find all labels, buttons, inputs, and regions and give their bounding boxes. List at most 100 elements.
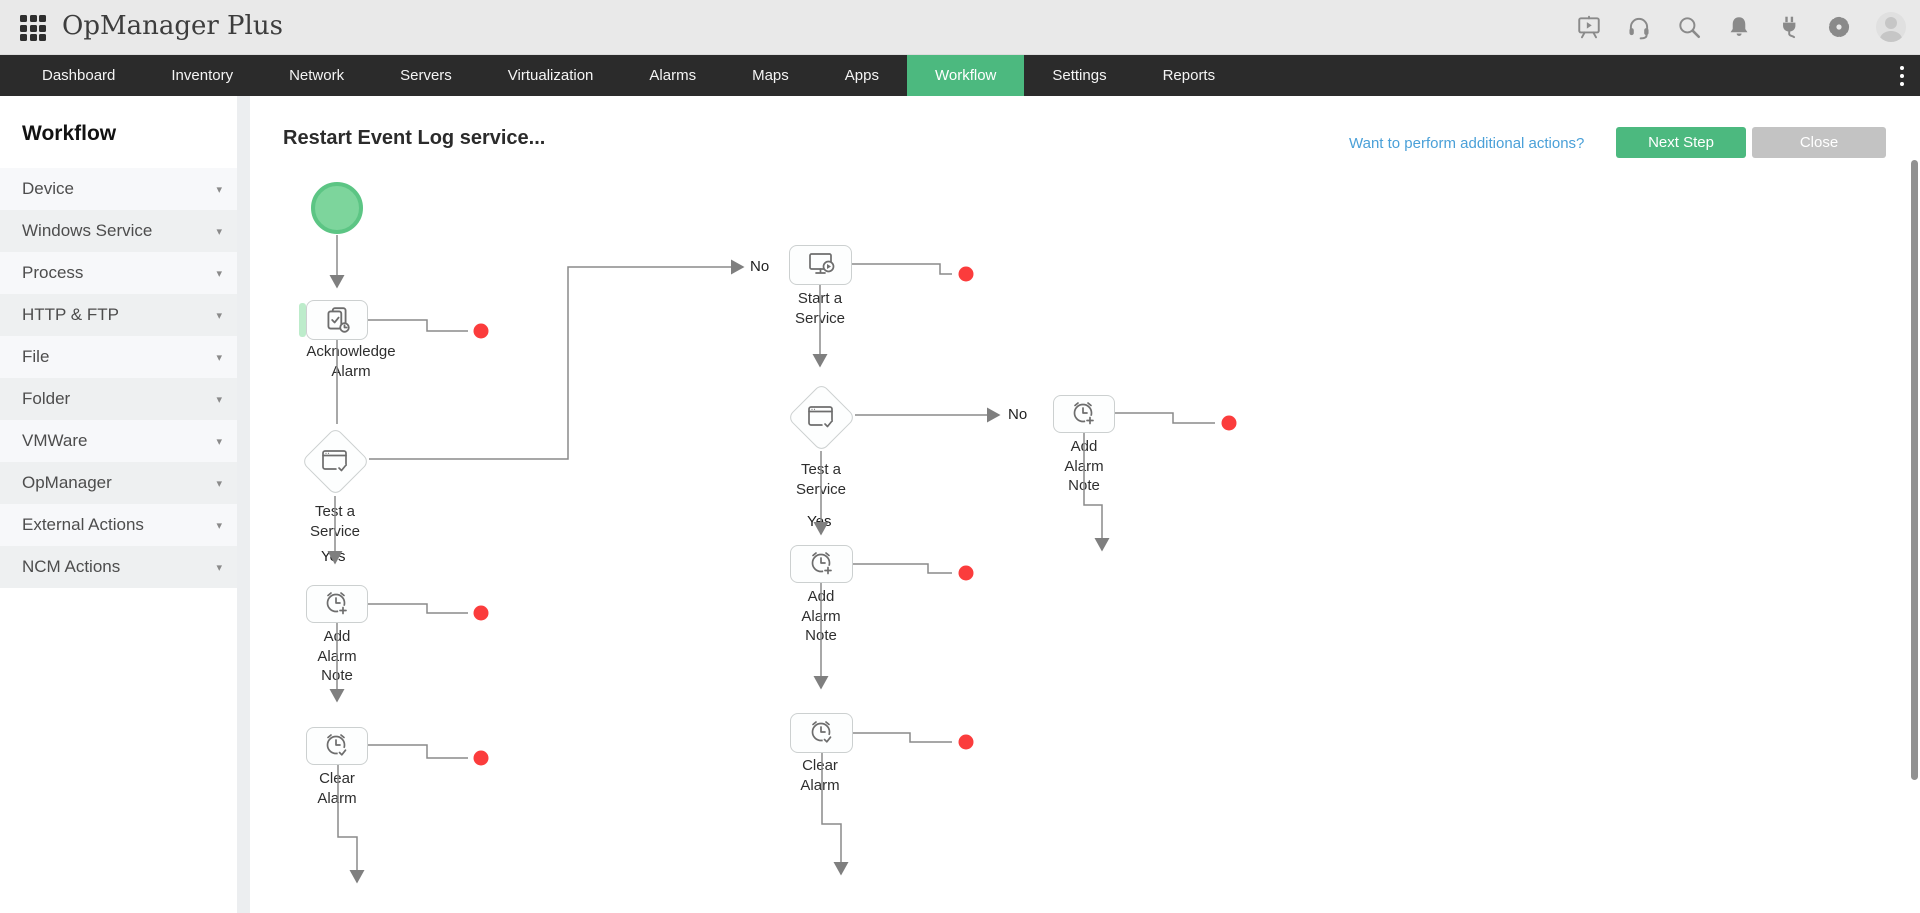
- tab-servers[interactable]: Servers: [400, 67, 452, 84]
- main-navbar: Dashboard Inventory Network Servers Virt…: [0, 55, 1920, 96]
- node-acknowledge-alarm[interactable]: [306, 300, 368, 340]
- additional-actions-link[interactable]: Want to perform additional actions?: [1349, 135, 1585, 152]
- node-start[interactable]: [311, 182, 363, 234]
- edge-clear-left-endpoint: [368, 744, 468, 759]
- edge-acknowledge-endpoint: [368, 319, 468, 332]
- tab-settings[interactable]: Settings: [1052, 67, 1107, 84]
- endpoint-dot[interactable]: [958, 565, 974, 581]
- chevron-down-icon: ▾: [216, 393, 222, 406]
- sidebar-item-process[interactable]: Process▾: [0, 252, 237, 294]
- sidebar-item-external-actions[interactable]: External Actions ▾: [0, 504, 237, 546]
- chevron-down-icon: ▾: [216, 309, 222, 322]
- edge-startservice-endpoint: [852, 263, 952, 275]
- node-selection-indicator: [299, 303, 306, 337]
- sidebar-item-ncm-actions[interactable]: NCM Actions ▾: [0, 546, 237, 588]
- node-label-add-alarm-note-mid: Add Alarm Note: [801, 588, 841, 644]
- avatar-head-icon: [1885, 17, 1897, 29]
- tab-dashboard[interactable]: Dashboard: [42, 67, 116, 84]
- app-title: OpManager Plus: [62, 11, 283, 41]
- clear-alarm-icon: [811, 721, 832, 745]
- sidebar-item-label: Process: [22, 263, 84, 282]
- sidebar-item-label: NCM Actions: [22, 557, 121, 576]
- search-icon[interactable]: [1676, 14, 1702, 40]
- sidebar-item-label: HTTP & FTP: [22, 305, 119, 324]
- tab-reports[interactable]: Reports: [1162, 67, 1216, 84]
- tab-apps[interactable]: Apps: [844, 67, 879, 84]
- add-alarm-note-icon: [1073, 402, 1095, 426]
- clear-alarm-icon: [326, 734, 348, 758]
- page-scrollbar-thumb[interactable]: [1911, 160, 1918, 780]
- endpoint-dot[interactable]: [1221, 415, 1237, 431]
- presentation-icon[interactable]: [1576, 14, 1602, 40]
- node-label-test-a-service-1: Test a Service: [309, 503, 361, 540]
- add-alarm-note-icon: [326, 592, 348, 616]
- sidebar-item-label: External Actions: [22, 515, 144, 534]
- sidebar-item-label: Windows Service: [22, 221, 153, 240]
- endpoint-dot[interactable]: [958, 266, 974, 282]
- chevron-down-icon: ▾: [216, 351, 222, 364]
- sidebar-item-label: Device: [22, 179, 74, 198]
- user-avatar[interactable]: [1876, 12, 1906, 42]
- node-clear-alarm-mid[interactable]: [790, 713, 853, 753]
- plug-icon[interactable]: [1776, 14, 1802, 40]
- endpoint-dot[interactable]: [473, 750, 489, 766]
- chevron-down-icon: ▾: [216, 225, 222, 238]
- bell-icon[interactable]: [1726, 14, 1752, 40]
- node-label-clear-alarm-left: Clear Alarm: [317, 770, 357, 807]
- sidebar-scroll-track[interactable]: [237, 96, 250, 913]
- chevron-down-icon: ▾: [216, 519, 222, 532]
- node-label-add-alarm-note-left: Add Alarm Note: [317, 628, 357, 684]
- sidebar-item-windows-service[interactable]: Windows Service ▾: [0, 210, 237, 252]
- sidebar-item-vmware[interactable]: VMWare ▾: [0, 420, 237, 462]
- sidebar-item-device[interactable]: Device ▾: [0, 168, 237, 210]
- edge-label-no-1: No: [750, 258, 770, 275]
- tab-maps[interactable]: Maps: [752, 67, 789, 84]
- chevron-down-icon: ▾: [216, 561, 222, 574]
- workflow-sidebar: Workflow Device ▾ Windows Service ▾ Proces…: [0, 96, 250, 913]
- edge-label-no-2: No: [1008, 406, 1028, 423]
- sidebar-item-label: VMWare: [22, 431, 88, 450]
- close-button[interactable]: Close: [1752, 127, 1886, 158]
- next-step-button[interactable]: Next Step: [1616, 127, 1746, 158]
- sidebar-title: Workflow: [22, 122, 117, 145]
- top-header: OpManager Plus: [0, 0, 1920, 55]
- sidebar-item-http-ftp[interactable]: HTTP & FTP ▾: [0, 294, 237, 336]
- sidebar-item-file[interactable]: File ▾: [0, 336, 237, 378]
- test-service-icon: [319, 447, 353, 477]
- sidebar-item-label: File: [22, 347, 50, 366]
- kebab-menu-icon[interactable]: [1892, 55, 1912, 96]
- sidebar-item-label: Folder: [22, 389, 71, 408]
- chevron-down-icon: ▾: [216, 183, 222, 196]
- node-start-a-service[interactable]: [789, 245, 852, 285]
- tab-network[interactable]: Network: [289, 67, 345, 84]
- sidebar-item-opmanager[interactable]: OpManager ▾: [0, 462, 237, 504]
- workflow-name-title: Restart Event Log service...: [283, 127, 546, 149]
- apps-grid-icon[interactable]: [20, 15, 46, 41]
- sidebar-item-folder[interactable]: Folder ▾: [0, 378, 237, 420]
- node-add-alarm-note-left[interactable]: [306, 585, 368, 623]
- node-label-start-a-service: Start a Service: [794, 290, 846, 327]
- chevron-down-icon: ▾: [216, 435, 222, 448]
- tab-alarms[interactable]: Alarms: [649, 67, 697, 84]
- gear-icon[interactable]: [1826, 14, 1852, 40]
- edge-addnote-right-endpoint: [1115, 412, 1215, 424]
- tab-workflow[interactable]: Workflow: [906, 55, 1025, 96]
- node-add-alarm-note-right[interactable]: [1053, 395, 1115, 433]
- edge-test1-no: [369, 259, 745, 460]
- endpoint-dot[interactable]: [958, 734, 974, 750]
- edge-label-yes-1: Yes: [321, 548, 346, 565]
- tab-inventory[interactable]: Inventory: [171, 67, 234, 84]
- node-add-alarm-note-mid[interactable]: [790, 545, 853, 583]
- test-service-icon: [805, 403, 839, 433]
- endpoint-dot[interactable]: [473, 605, 489, 621]
- endpoint-dot[interactable]: [473, 323, 489, 339]
- chevron-down-icon: ▾: [216, 477, 222, 490]
- edge-addnote-mid-endpoint: [853, 563, 952, 574]
- add-alarm-note-icon: [811, 552, 833, 576]
- edge-clear-mid-endpoint: [853, 732, 952, 743]
- tab-virtualization[interactable]: Virtualization: [507, 67, 594, 84]
- sidebar-item-label: OpManager: [22, 473, 112, 492]
- headset-icon[interactable]: [1626, 14, 1652, 40]
- node-clear-alarm-left[interactable]: [306, 727, 368, 765]
